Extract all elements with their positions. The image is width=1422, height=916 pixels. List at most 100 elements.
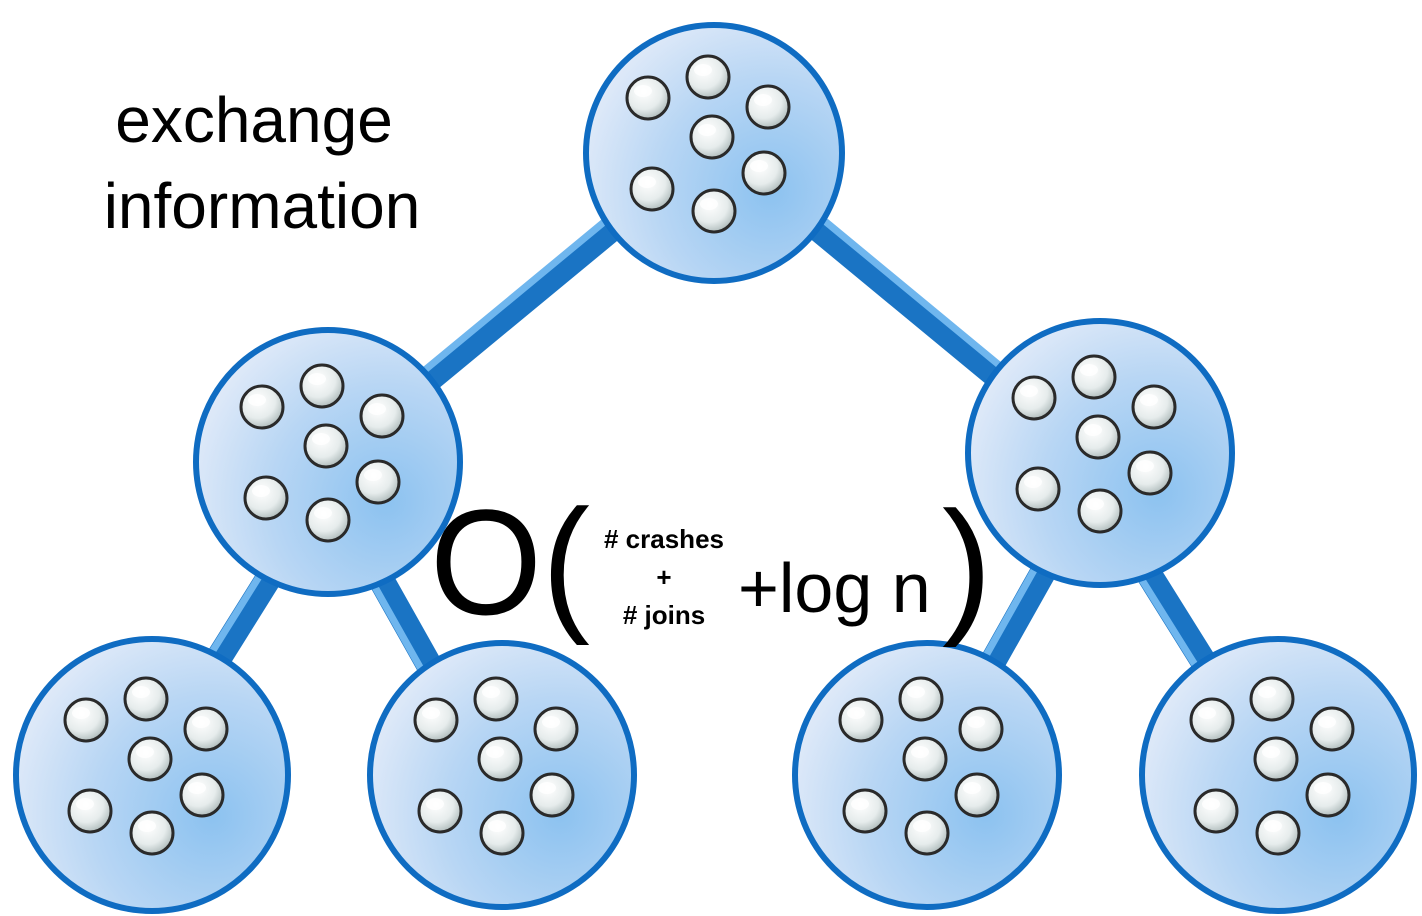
node-left-right-member [477, 736, 523, 782]
caption-line-2: information [104, 170, 421, 242]
node-root-member-highlight [638, 176, 656, 188]
node-left-right-member-highlight [486, 746, 504, 758]
node-left-member [299, 363, 345, 409]
caption-line-1: exchange [115, 84, 393, 156]
node-right-left-member-highlight [967, 716, 985, 728]
node-right-right-member [1309, 706, 1355, 752]
node-right-right-member-highlight [1264, 820, 1282, 832]
node-root-member [691, 188, 737, 234]
node-root-member-highlight [700, 198, 718, 210]
node-left-right-member [479, 810, 525, 856]
node-left-right-member [413, 697, 459, 743]
node-left-member [243, 475, 289, 521]
node-right-member [1127, 450, 1173, 496]
node-left-member [303, 423, 349, 469]
node-left-right-member-highlight [542, 716, 560, 728]
node-left-member-highlight [252, 485, 270, 497]
node-right-left-member-highlight [907, 686, 925, 698]
node-left-left-member [179, 772, 225, 818]
node-right-member-highlight [1024, 476, 1042, 488]
node-root-member [745, 84, 791, 130]
node-left-left-member-highlight [192, 716, 210, 728]
complexity-formula: O( # crashes + # joins +log n ) [430, 478, 992, 648]
node-right-right-member [1193, 788, 1239, 834]
node-left-member-highlight [312, 433, 330, 445]
node-left-left-member-highlight [188, 782, 206, 794]
node-right-left-member [902, 736, 948, 782]
formula-crashes: # crashes [604, 524, 724, 554]
node-left-left-member-highlight [138, 820, 156, 832]
node-right-right-member-highlight [1318, 716, 1336, 728]
node-right-member-highlight [1140, 394, 1158, 406]
node-right-member-highlight [1020, 385, 1038, 397]
node-right-member-highlight [1136, 460, 1154, 472]
node-root-member-highlight [634, 85, 652, 97]
node-left-right-member [529, 772, 575, 818]
node-left-right-member-highlight [426, 798, 444, 810]
node-right-right-member [1189, 697, 1235, 743]
node-left-left-member-highlight [132, 686, 150, 698]
node-root-member [741, 150, 787, 196]
node-right-right-member-highlight [1258, 686, 1276, 698]
node-right-member-highlight [1086, 498, 1104, 510]
node-right-right-member [1249, 676, 1295, 722]
node-right-member [1131, 384, 1177, 430]
node-root-member [685, 54, 731, 100]
node-right-left-member-highlight [847, 707, 865, 719]
node-right-right-member-highlight [1314, 782, 1332, 794]
node-left-member [239, 384, 285, 430]
node-right-right-member [1253, 736, 1299, 782]
node-right-member [1011, 375, 1057, 421]
node-root-member [625, 75, 671, 121]
node-right-left-member [904, 810, 950, 856]
node-members [63, 54, 1355, 856]
node-left-right-member-highlight [482, 686, 500, 698]
node-left-left-member-highlight [76, 798, 94, 810]
formula-close-paren: ) [942, 480, 992, 648]
node-left-member [359, 393, 405, 439]
node-right-left-member [958, 706, 1004, 752]
formula-log-n: +log n [738, 549, 931, 627]
node-root-member [689, 114, 735, 160]
node-right-right-member-highlight [1198, 707, 1216, 719]
node-left-member-highlight [368, 403, 386, 415]
node-left-left-member-highlight [136, 746, 154, 758]
node-right-left-member [842, 788, 888, 834]
node-right-member [1071, 354, 1117, 400]
node-right-member [1075, 414, 1121, 460]
node-right-right-member [1305, 772, 1351, 818]
node-right-member-highlight [1084, 424, 1102, 436]
node-right-member-highlight [1080, 364, 1098, 376]
node-root-member-highlight [750, 160, 768, 172]
node-right-member [1015, 466, 1061, 512]
node-left-left-member [129, 810, 175, 856]
node-right-left-member-highlight [851, 798, 869, 810]
node-left-member-highlight [248, 394, 266, 406]
node-right-left-member [838, 697, 884, 743]
node-right-left-member [954, 772, 1000, 818]
node-right-member [1077, 488, 1123, 534]
formula-joins: # joins [623, 600, 705, 630]
node-right-right-member-highlight [1202, 798, 1220, 810]
node-right-left-member-highlight [963, 782, 981, 794]
node-left-member [355, 459, 401, 505]
node-right-left-member-highlight [913, 820, 931, 832]
formula-big-o: O( [430, 478, 590, 646]
node-left-member-highlight [364, 469, 382, 481]
node-left-right-member-highlight [538, 782, 556, 794]
node-left-right-member-highlight [422, 707, 440, 719]
node-left-left-member [127, 736, 173, 782]
node-left-left-member [123, 676, 169, 722]
node-right-right-member-highlight [1262, 746, 1280, 758]
formula-plus-small: + [656, 562, 671, 592]
node-left-left-member-highlight [72, 707, 90, 719]
node-left-member [305, 497, 351, 543]
node-left-member-highlight [308, 373, 326, 385]
node-left-left-member [183, 706, 229, 752]
node-root-member-highlight [694, 64, 712, 76]
node-left-member-highlight [314, 507, 332, 519]
node-left-left-member [67, 788, 113, 834]
node-left-left-member [63, 697, 109, 743]
node-left-right-member [417, 788, 463, 834]
